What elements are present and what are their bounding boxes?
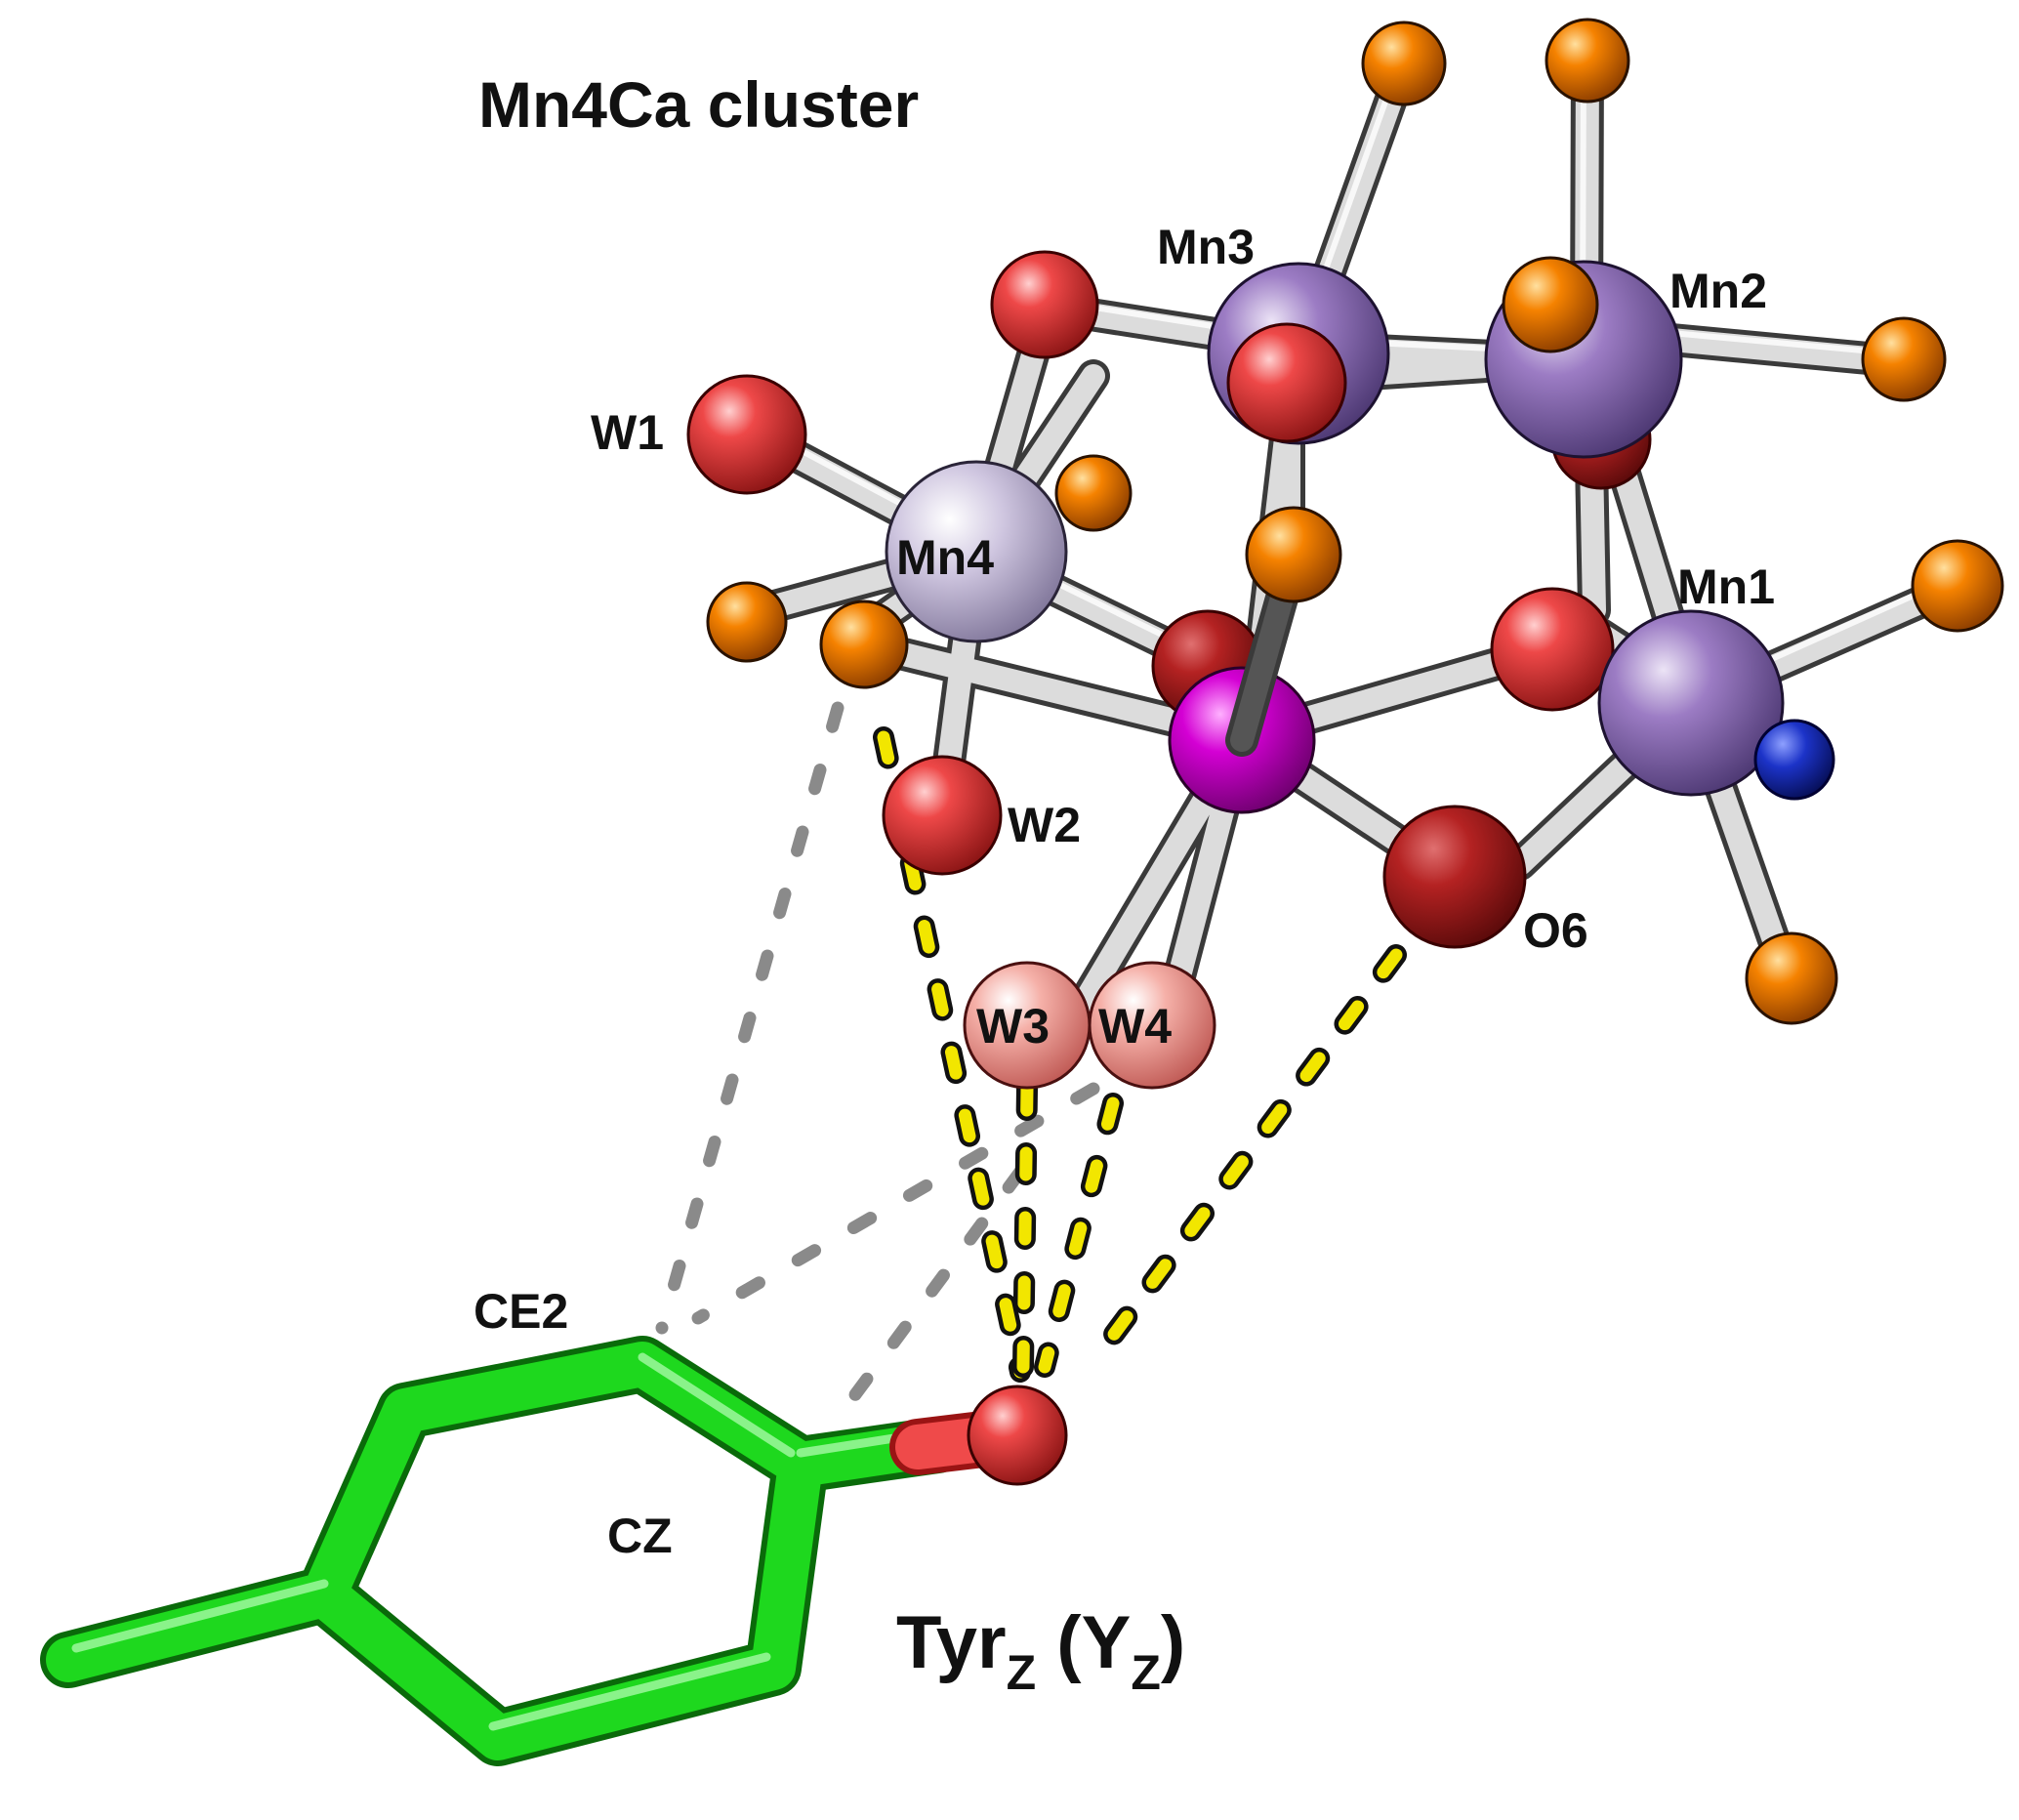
ligand-atom <box>1861 316 1947 402</box>
tyrosine-stick <box>40 1336 1068 1766</box>
hbond-yellow-w4-oh <box>1038 1096 1120 1374</box>
oxygen-atom-front-mn3 <box>1226 322 1347 443</box>
ligand-atom-front-mn2 <box>1502 256 1599 353</box>
label-mn2: Mn2 <box>1669 264 1767 318</box>
label-w3: W3 <box>976 999 1050 1054</box>
figure-labels: Mn4Ca cluster Mn3 Mn2 W1 Mn4 Mn1 W2 O6 W… <box>474 68 1775 1700</box>
label-cz: CZ <box>607 1509 673 1563</box>
residue-label-main: Tyr <box>896 1601 1007 1684</box>
label-ce2: CE2 <box>474 1284 568 1339</box>
residue-label-subscript: Z <box>1007 1645 1037 1700</box>
mn1-atom <box>1597 609 1785 797</box>
residue-label-subscript-2: Z <box>1131 1645 1161 1700</box>
label-o6: O6 <box>1523 903 1588 958</box>
hbond-gray-ce2-w1 <box>655 701 845 1335</box>
cluster-atoms <box>686 18 2004 1090</box>
label-w4: W4 <box>1098 999 1172 1054</box>
oxygen-atom <box>990 250 1099 359</box>
residue-label-paren: (Y <box>1036 1601 1131 1684</box>
nitrogen-atom <box>1753 719 1835 801</box>
figure-title: Mn4Ca cluster <box>478 68 919 141</box>
hbond-yellow-w2-oh <box>877 730 1027 1379</box>
hbond-gray-cz-w3 <box>833 1165 1027 1423</box>
oxygen-atom <box>1490 587 1615 712</box>
label-w2: W2 <box>1008 798 1081 852</box>
ligand-atom <box>1911 539 2004 633</box>
ligand-atom-front <box>1245 506 1342 603</box>
label-mn1: Mn1 <box>1677 559 1775 614</box>
ligand-atom <box>706 581 788 663</box>
ligand-atom <box>1545 18 1630 103</box>
w1-atom <box>686 374 807 495</box>
ligand-atom <box>1054 454 1133 532</box>
residue-label: TyrZ (YZ) <box>896 1601 1185 1700</box>
hbond-yellow-o6-oh <box>1089 948 1403 1366</box>
label-mn4: Mn4 <box>896 530 994 585</box>
ligand-atom <box>1745 931 1838 1025</box>
label-w1: W1 <box>591 405 664 460</box>
residue-label-close: ) <box>1161 1601 1185 1684</box>
hbond-gray-ce2-w3 <box>691 1082 1100 1325</box>
mn4-atom <box>885 460 1068 643</box>
o6-atom <box>1382 805 1527 949</box>
hydrogen-bond-network <box>651 697 1407 1427</box>
tyrosine-ring-highlight <box>71 1352 918 1731</box>
hbond-yellow-w3-oh <box>1016 1082 1034 1374</box>
ligand-atom <box>1361 21 1447 106</box>
w4-atom <box>1088 961 1216 1090</box>
tyrosine-oh-atom <box>967 1385 1068 1486</box>
w2-atom <box>882 755 1003 876</box>
ligand-atom <box>819 600 909 689</box>
label-mn3: Mn3 <box>1157 220 1255 274</box>
